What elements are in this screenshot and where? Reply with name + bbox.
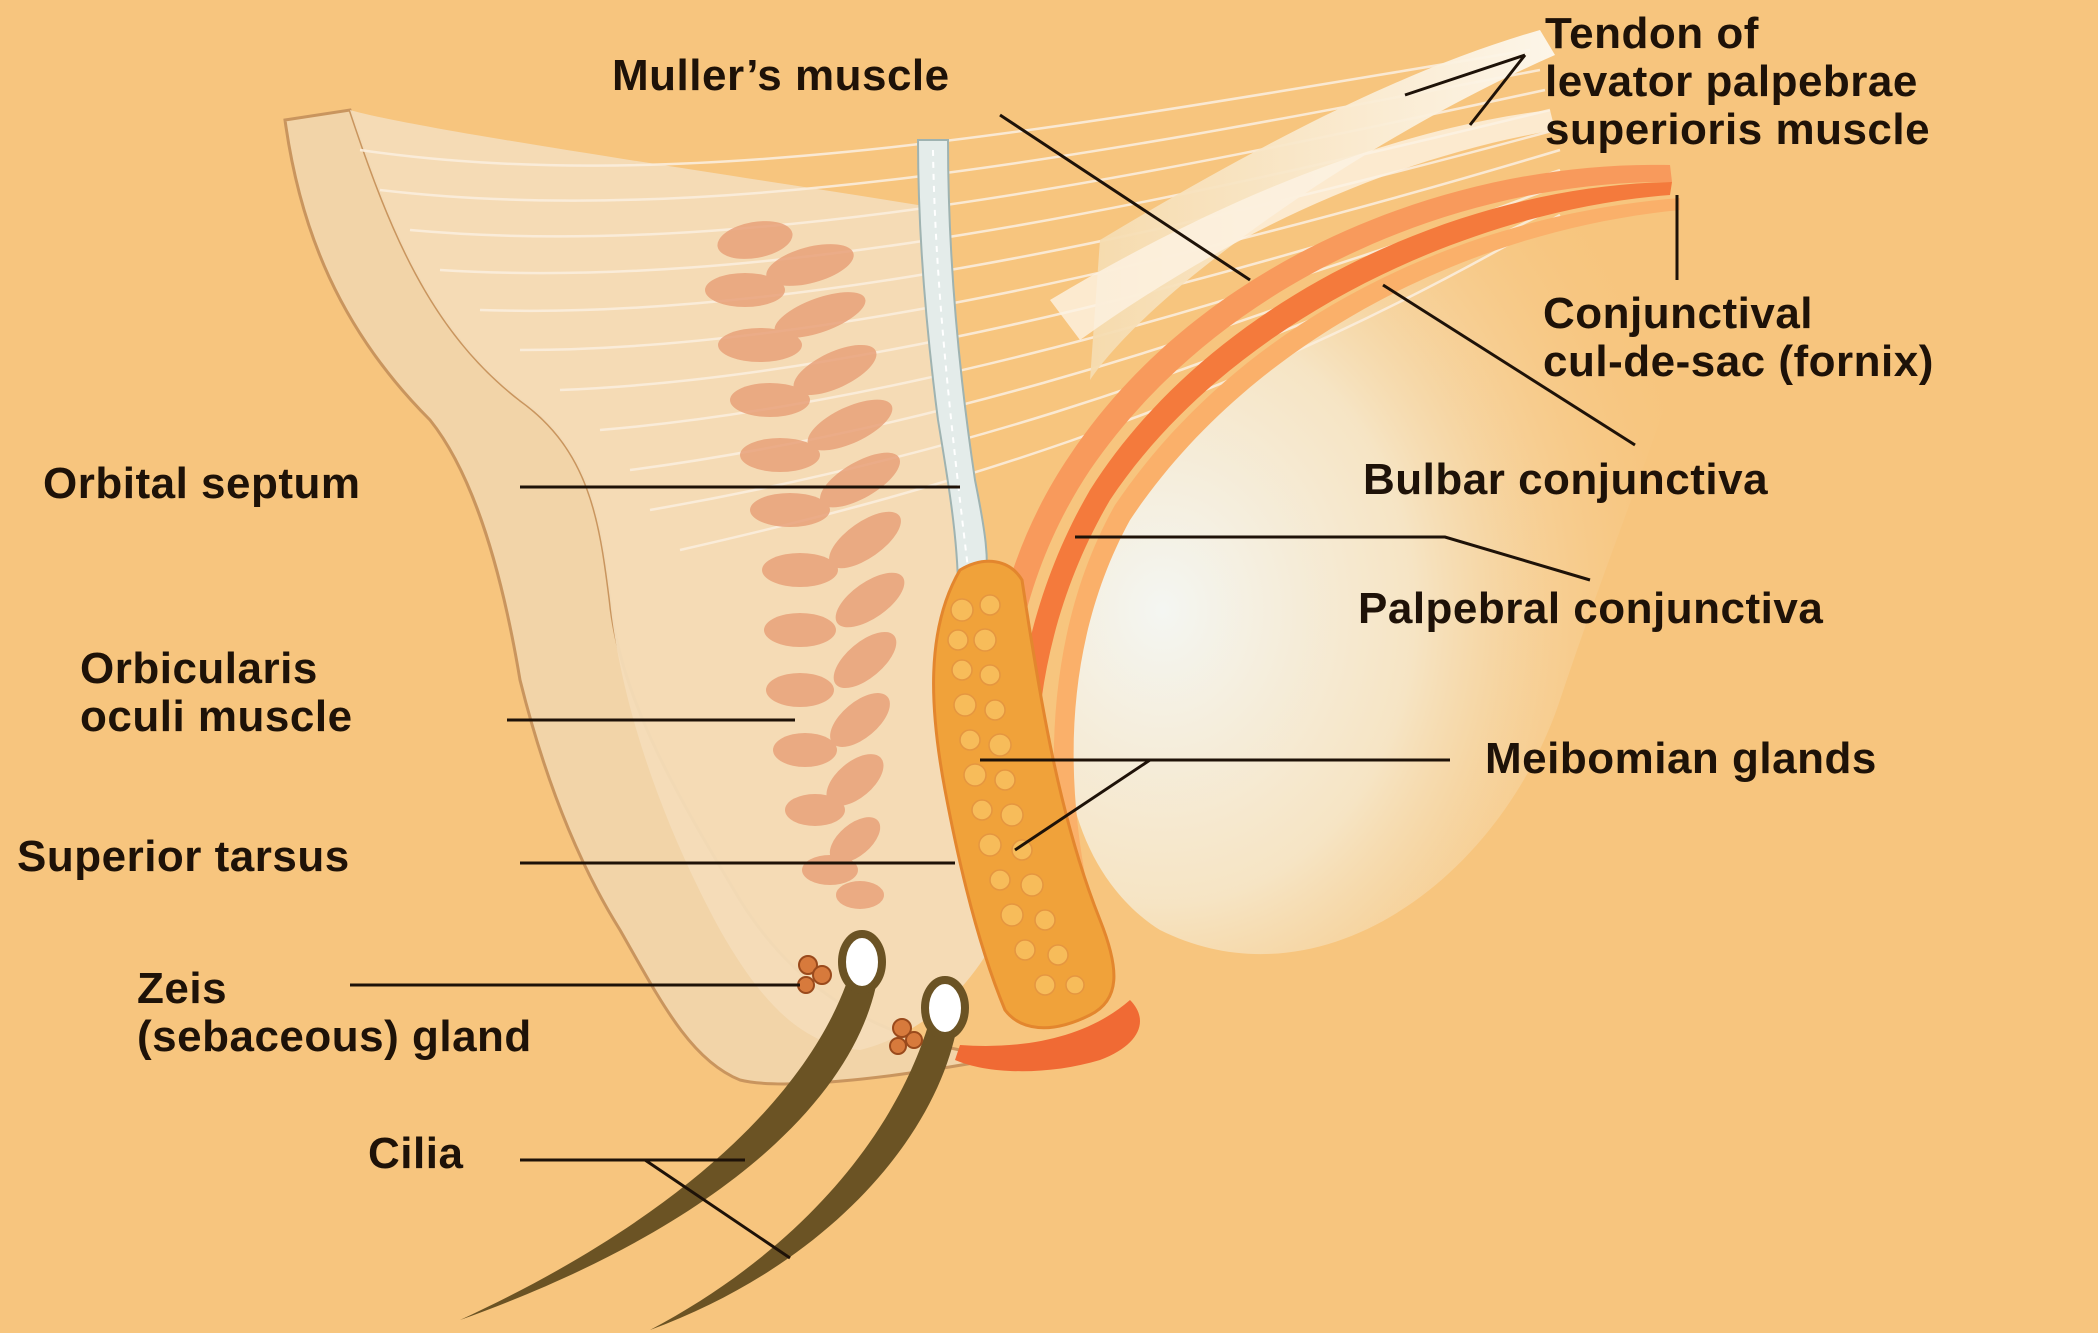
meibomian-label: Meibomian glands bbox=[1485, 735, 1877, 783]
orbicularis-label: Orbicularis oculi muscle bbox=[80, 645, 353, 741]
orbital-septum-label: Orbital septum bbox=[43, 460, 361, 508]
orbicularis-label-line1: Orbicularis bbox=[80, 645, 353, 693]
palpebral-label: Palpebral conjunctiva bbox=[1358, 585, 1823, 633]
superior-tarsus-label: Superior tarsus bbox=[17, 833, 350, 881]
fornix-label-line1: Conjunctival bbox=[1543, 290, 1934, 338]
cilia-label: Cilia bbox=[368, 1130, 463, 1178]
zeis-label-line2: (sebaceous) gland bbox=[137, 1013, 532, 1061]
muller-label: Muller’s muscle bbox=[612, 52, 950, 100]
zeis-label: Zeis (sebaceous) gland bbox=[137, 965, 532, 1061]
fornix-label-line2: cul-de-sac (fornix) bbox=[1543, 338, 1934, 386]
bulbar-label: Bulbar conjunctiva bbox=[1363, 456, 1768, 504]
tendon-label-line1: Tendon of bbox=[1545, 10, 1930, 58]
orbicularis-label-line2: oculi muscle bbox=[80, 693, 353, 741]
fornix-label: Conjunctival cul-de-sac (fornix) bbox=[1543, 290, 1934, 386]
tendon-label-line2: levator palpebrae bbox=[1545, 58, 1930, 106]
tendon-label-line3: superioris muscle bbox=[1545, 106, 1930, 154]
tendon-label: Tendon of levator palpebrae superioris m… bbox=[1545, 10, 1930, 154]
zeis-label-line1: Zeis bbox=[137, 965, 532, 1013]
